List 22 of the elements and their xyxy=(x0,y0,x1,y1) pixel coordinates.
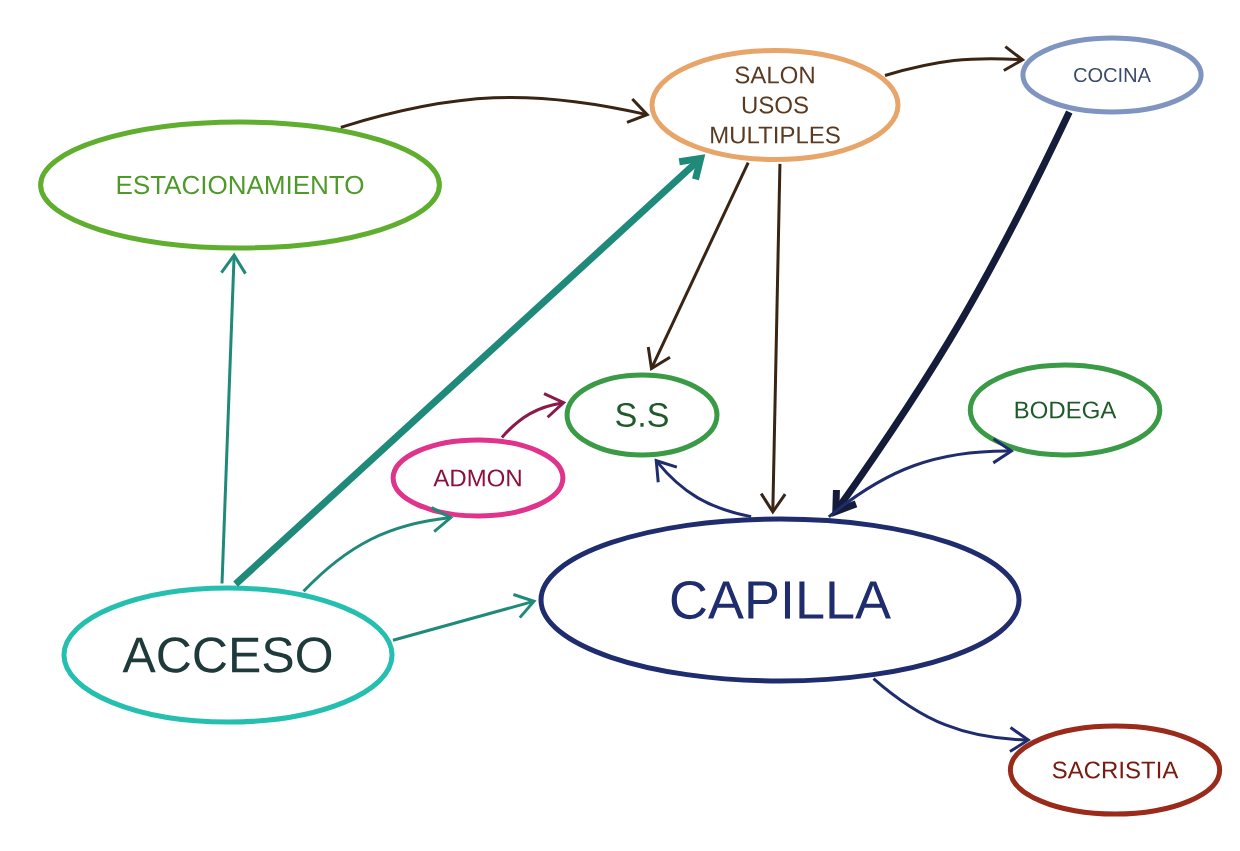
ellipse-node: ACCESO xyxy=(61,585,395,725)
ellipse-node: ADMON xyxy=(390,437,566,519)
arrow xyxy=(832,110,1073,517)
ellipse-node: SACRISTIA xyxy=(1007,723,1223,817)
arrow xyxy=(302,506,454,593)
arrow xyxy=(233,154,706,587)
arrow xyxy=(884,45,1026,77)
arrow xyxy=(500,392,567,439)
ellipse-node: CAPILLA xyxy=(538,516,1022,684)
arrow xyxy=(872,677,1031,753)
ellipse-node: S.S xyxy=(564,372,720,458)
arrow xyxy=(654,458,752,519)
arrow xyxy=(646,161,750,371)
arrow xyxy=(759,163,787,515)
arrow xyxy=(220,252,247,584)
ellipse-node: SALON USOS MULTIPLES xyxy=(649,48,901,162)
ellipse-node: ESTACIONAMIENTO xyxy=(38,119,442,251)
arrow xyxy=(827,437,1015,519)
arrow xyxy=(392,593,537,642)
ellipse-node: BODEGA xyxy=(967,362,1163,458)
ellipse-node: COCINA xyxy=(1020,35,1204,115)
arrow xyxy=(340,96,650,129)
